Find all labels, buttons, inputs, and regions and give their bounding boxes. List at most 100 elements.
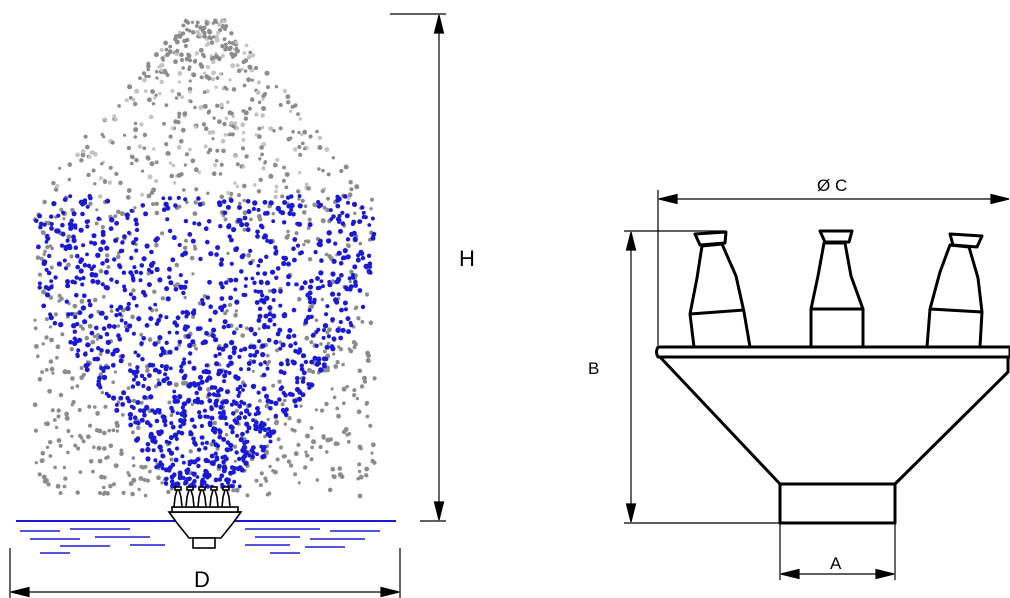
grey-droplet [40,230,45,235]
blue-droplet [274,249,279,254]
blue-droplet [221,459,226,465]
blue-droplet [91,233,97,239]
grey-droplet [48,359,54,364]
blue-droplet [227,223,232,228]
grey-droplet [62,369,68,375]
blue-droplet [260,352,266,358]
blue-droplet [131,295,137,301]
blue-droplet [281,390,286,396]
blue-droplet [104,331,110,337]
grey-droplet [341,362,345,367]
blue-droplet [195,475,200,479]
blue-droplet [247,453,252,458]
grey-droplet [271,212,275,216]
blue-droplet [263,360,267,365]
grey-droplet [235,63,240,68]
grey-droplet [70,376,75,381]
blue-droplet [268,406,273,411]
blue-droplet [142,395,148,400]
grey-droplet [189,255,195,261]
blue-droplet [141,336,146,341]
blue-droplet [214,398,219,404]
grey-droplet [267,289,272,293]
blue-droplet [271,313,277,319]
blue-droplet [318,367,324,373]
grey-droplet [223,42,228,47]
blue-droplet [338,228,343,234]
grey-droplet [134,88,140,94]
blue-droplet [44,267,49,272]
blue-droplet [87,193,92,199]
grey-droplet [297,130,301,135]
grey-droplet [124,98,129,103]
grey-droplet [177,71,183,76]
inner-droplets [34,193,377,491]
blue-droplet [204,378,209,383]
blue-droplet [325,238,332,244]
grey-droplet [145,478,150,483]
grey-droplet [159,62,165,68]
blue-droplet [205,414,210,419]
grey-droplet [174,39,180,45]
blue-droplet [262,323,267,328]
grey-droplet [327,487,333,493]
blue-droplet [175,398,180,404]
blue-droplet [348,321,353,325]
grey-droplet [190,30,196,35]
blue-droplet [267,305,273,311]
blue-droplet [187,462,192,467]
grey-droplet [369,207,373,211]
grey-droplet [365,414,370,419]
blue-droplet [82,262,88,268]
blue-droplet [264,393,269,399]
grey-droplet [56,414,61,419]
blue-droplet [154,418,160,424]
blue-droplet [62,197,68,203]
grey-droplet [182,111,188,117]
blue-droplet [138,270,144,276]
grey-droplet [234,46,239,51]
grey-droplet [297,481,301,485]
blue-droplet [289,207,294,212]
grey-droplet [108,165,113,170]
blue-droplet [220,482,225,487]
blue-droplet [125,213,130,218]
blue-droplet [222,379,227,384]
grey-droplet [247,106,252,111]
blue-droplet [241,253,246,258]
grey-droplet [341,401,346,406]
blue-droplet [288,194,294,199]
blue-droplet [231,227,237,233]
blue-droplet [169,479,175,484]
grey-droplet [336,413,341,419]
blue-droplet [243,449,249,456]
blue-droplet [290,359,295,364]
grey-droplet [254,478,259,483]
blue-droplet [249,328,254,333]
grey-droplet [133,206,137,210]
grey-droplet [179,139,184,144]
blue-droplet [248,260,253,266]
grey-droplet [188,449,193,454]
blue-droplet [92,356,97,362]
blue-droplet [216,368,222,374]
grey-droplet [34,461,38,465]
grey-droplet [300,141,305,146]
grey-droplet [167,49,173,55]
blue-droplet [101,326,107,331]
grey-droplet [189,99,193,104]
grey-droplet [118,180,123,186]
mini-bottles [173,486,231,508]
grey-droplet [314,318,319,323]
blue-droplet [285,362,290,367]
blue-droplet [218,261,224,267]
water-ripples [20,528,380,554]
grey-droplet [139,400,144,405]
grey-droplet [177,204,182,209]
blue-droplet [169,474,175,480]
grey-droplet [60,332,65,337]
blue-droplet [133,350,138,355]
grey-droplet [41,458,45,462]
grey-droplet [219,162,224,167]
blue-droplet [237,403,243,409]
